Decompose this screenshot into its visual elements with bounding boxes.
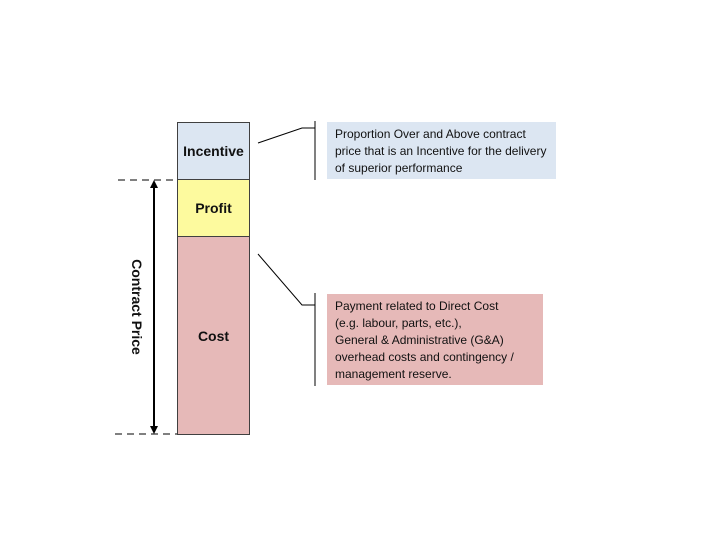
arrow-down-head bbox=[150, 426, 158, 434]
cost-segment: Cost bbox=[177, 236, 250, 435]
cost-callout-line: Payment related to Direct Cost bbox=[335, 299, 499, 313]
arrow-up-head bbox=[150, 180, 158, 188]
cost-callout-line: (e.g. labour, parts, etc.), bbox=[335, 316, 462, 330]
incentive-label: Incentive bbox=[183, 143, 244, 159]
cost-callout-leader bbox=[257, 253, 315, 306]
cost-callout-line: General & Administrative (G&A) bbox=[335, 333, 504, 347]
profit-segment: Profit bbox=[177, 179, 250, 237]
cost-callout: Payment related to Direct Cost (e.g. lab… bbox=[327, 294, 543, 385]
cost-callout-line: overhead costs and contingency / bbox=[335, 350, 514, 364]
incentive-callout: Proportion Over and Above contract price… bbox=[327, 122, 556, 179]
profit-label: Profit bbox=[195, 200, 232, 216]
incentive-callout-leader bbox=[257, 127, 315, 144]
incentive-segment: Incentive bbox=[177, 122, 250, 180]
cost-callout-line: management reserve. bbox=[335, 367, 452, 381]
contract-price-label: Contract Price bbox=[129, 259, 145, 355]
cost-label: Cost bbox=[197, 327, 230, 344]
